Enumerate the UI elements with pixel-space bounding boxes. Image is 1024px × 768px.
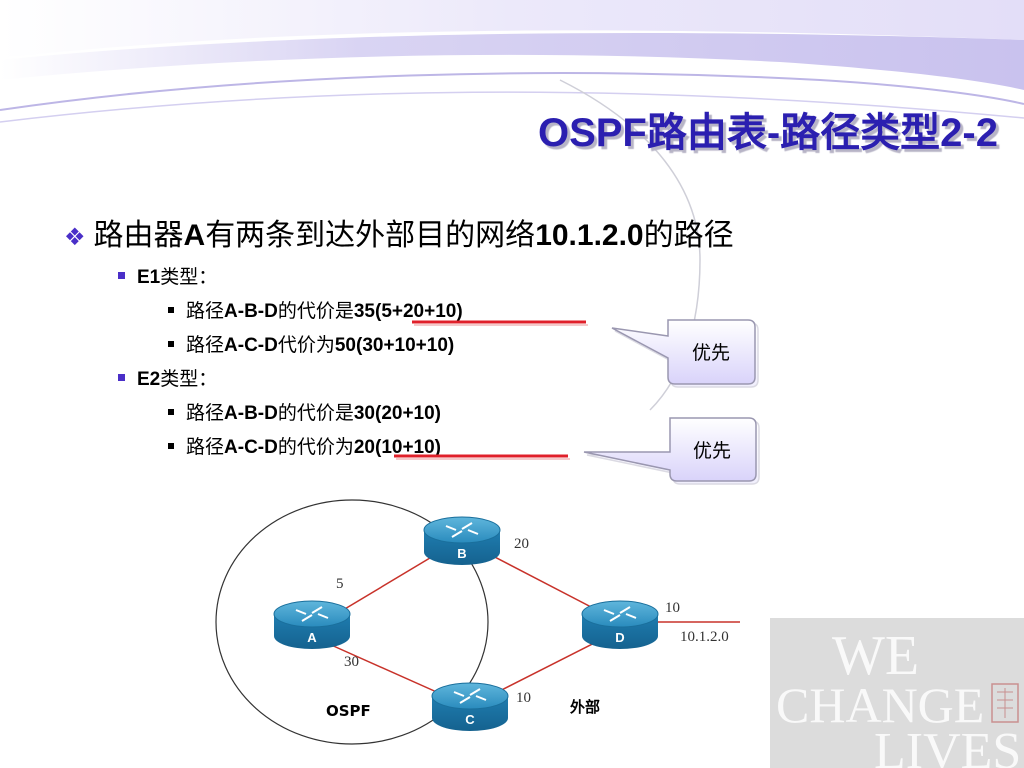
- main-bullet-router: A: [183, 219, 206, 252]
- item-middle: 的代价为: [277, 436, 354, 458]
- router-c-icon: C: [431, 682, 509, 731]
- e1-heading: E1类型：: [118, 262, 217, 289]
- square-bullet-icon: [118, 374, 125, 381]
- router-a-icon: A: [273, 600, 351, 649]
- ospf-label: OSPF: [326, 702, 371, 720]
- main-bullet: ❖路由器A有两条到达外部目的网络10.1.2.0的路径: [64, 210, 734, 254]
- diamond-bullet-icon: ❖: [64, 223, 86, 251]
- external-label: 外部: [569, 698, 600, 716]
- e2-item-2: 路径A-C-D的代价为20(10+10): [168, 432, 441, 459]
- router-d-icon: D: [581, 600, 659, 649]
- item-cost: 35(5+20+10): [353, 301, 463, 322]
- cost-c-d: 10: [516, 690, 531, 706]
- main-bullet-suffix: 的路径: [643, 218, 734, 253]
- router-d-label: D: [615, 630, 624, 645]
- item-middle: 的代价是: [277, 402, 354, 424]
- network-label: 10.1.2.0: [680, 629, 729, 645]
- e1-item-1: 路径A-B-D的代价是35(5+20+10): [168, 296, 463, 323]
- e2-label-cn: 类型：: [160, 368, 218, 390]
- small-square-bullet-icon: [168, 341, 174, 347]
- item-middle: 的代价是: [277, 300, 354, 322]
- e2-label: E2: [137, 369, 161, 390]
- ospf-area-boundary: [215, 499, 489, 745]
- main-bullet-prefix: 路由器: [93, 218, 184, 253]
- callout-1-text: 优先: [692, 342, 730, 364]
- callout-1: 优先: [611, 319, 759, 388]
- item-cost: 30(20+10): [353, 403, 442, 424]
- router-c-label: C: [465, 712, 475, 727]
- slide-title: OSPF路由表-路径类型2-2: [537, 111, 998, 155]
- item-path: A-C-D: [224, 437, 278, 458]
- item-middle: 代价为: [277, 334, 335, 356]
- e1-item-2: 路径A-C-D代价为50(30+10+10): [168, 330, 454, 357]
- e2-item-1: 路径A-B-D的代价是30(20+10): [168, 398, 441, 425]
- router-b-label: B: [457, 546, 466, 561]
- seal-stamp-icon: [991, 683, 1019, 723]
- main-bullet-middle: 有两条到达外部目的网络: [205, 218, 536, 253]
- watermark-line-2: CHANGE: [776, 677, 984, 733]
- item-prefix: 路径: [186, 402, 225, 424]
- small-square-bullet-icon: [168, 409, 174, 415]
- e1-label-cn: 类型：: [160, 266, 218, 288]
- callout-2-text: 优先: [693, 440, 731, 462]
- cost-a-c: 30: [344, 654, 359, 670]
- watermark-logo: WE CHANGE LIVES: [770, 618, 1024, 768]
- cost-a-b: 5: [336, 576, 344, 592]
- cost-d-external: 10: [665, 600, 680, 616]
- item-cost: 20(10+10): [353, 437, 442, 458]
- small-square-bullet-icon: [168, 307, 174, 313]
- item-path: A-C-D: [224, 335, 278, 356]
- item-prefix: 路径: [186, 436, 225, 458]
- main-bullet-network: 10.1.2.0: [535, 219, 644, 252]
- item-prefix: 路径: [186, 300, 225, 322]
- small-square-bullet-icon: [168, 443, 174, 449]
- item-prefix: 路径: [186, 334, 225, 356]
- item-cost: 50(30+10+10): [334, 335, 455, 356]
- item-path: A-B-D: [224, 403, 278, 424]
- item-path: A-B-D: [224, 301, 278, 322]
- router-b-icon: B: [423, 516, 501, 565]
- cost-b-d: 20: [514, 536, 529, 552]
- e2-heading: E2类型：: [118, 364, 217, 391]
- e1-label: E1: [137, 267, 161, 288]
- square-bullet-icon: [118, 272, 125, 279]
- router-a-label: A: [307, 630, 317, 645]
- callout-2: 优先: [583, 417, 760, 485]
- watermark-line-3: LIVES: [874, 723, 1021, 768]
- watermark-line-1: WE: [832, 625, 919, 687]
